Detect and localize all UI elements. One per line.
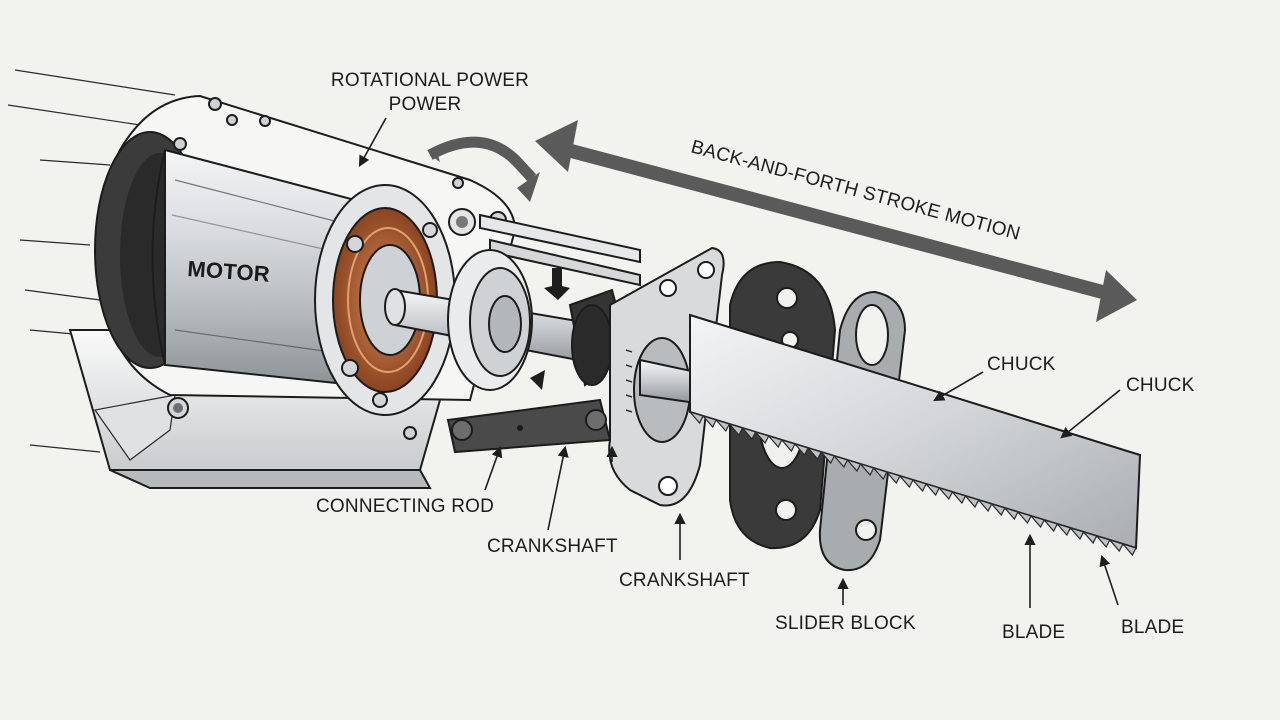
label-chuck-1: CHUCK	[987, 354, 1056, 375]
blade-teeth	[688, 410, 1137, 557]
label-blade-1: BLADE	[1002, 622, 1065, 643]
label-connecting-rod: CONNECTING ROD	[316, 496, 494, 517]
label-rotational-power-line1: ROTATIONAL POWER	[331, 70, 529, 91]
label-crankshaft-1: CRANKSHAFT	[487, 536, 618, 557]
stroke-motion-arrow	[535, 120, 1137, 322]
small-motion-arrows	[530, 268, 570, 390]
label-motor: MOTOR	[187, 256, 271, 287]
label-chuck-2: CHUCK	[1126, 375, 1195, 396]
label-crankshaft-2: CRANKSHAFT	[619, 570, 750, 591]
leader-lines	[358, 117, 1121, 608]
saw-blade	[688, 313, 1142, 557]
motion-lines	[7, 69, 176, 453]
rotational-power-arrow	[427, 136, 540, 202]
label-slider-block: SLIDER BLOCK	[775, 613, 916, 634]
label-blade-2: BLADE	[1121, 617, 1184, 638]
connecting-rod	[446, 398, 612, 454]
label-rotational-power-line2: POWER	[389, 94, 462, 115]
